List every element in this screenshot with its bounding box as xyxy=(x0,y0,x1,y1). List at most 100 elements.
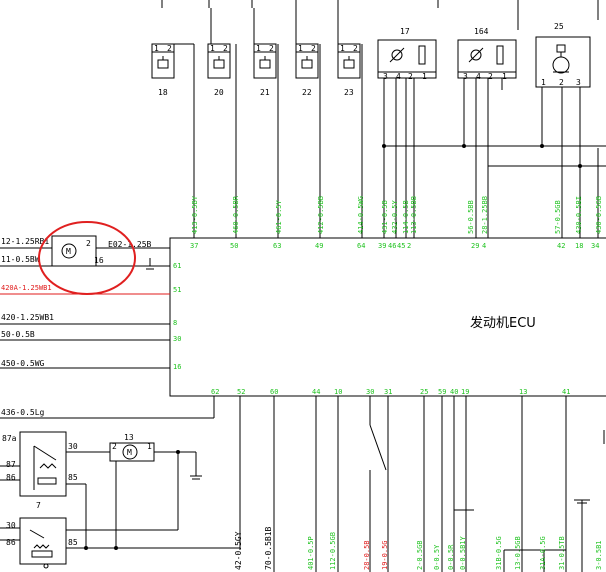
top-wire-label: 432-0.5Y xyxy=(391,199,399,234)
component-21-pin-1: 1 xyxy=(256,44,261,53)
sensor-164-id: 164 xyxy=(474,27,489,36)
top-wire-label: 414-0.5WG xyxy=(357,196,365,234)
top-wire-label: 413-0.5BY xyxy=(191,195,199,234)
component-22-pin-1: 1 xyxy=(298,44,303,53)
left-wire-label: 12-1.25RB1 xyxy=(1,237,49,246)
sensor-25-pin-a: 1 xyxy=(541,78,546,87)
top-wire-label: 460-0.5BR xyxy=(232,195,240,234)
ecu-pin-number: 62 xyxy=(211,388,219,396)
motor-13-label: M xyxy=(127,448,132,457)
ecu-pin-number: 30 xyxy=(366,388,374,396)
top-wire-label: 28-1.25BB xyxy=(481,196,489,234)
ecu-pin-number: 63 xyxy=(273,242,281,250)
motor-left-label: M xyxy=(66,247,71,256)
sensor-17-pin-a: 3 xyxy=(383,72,388,81)
ecu-pin-number: 59 xyxy=(438,388,446,396)
highlight-circle xyxy=(38,221,136,295)
ecu-pin-number: 18 xyxy=(575,242,583,250)
ecu-pin-number: 34 xyxy=(591,242,599,250)
bottom-wire-label: 0-0.5Y xyxy=(433,544,441,570)
ecu-pin-number: 40 xyxy=(450,388,458,396)
component-21-pin-2: 2 xyxy=(269,44,274,53)
ecu-pin-number: 8 xyxy=(173,319,177,327)
relay-7-pin-87: 87 xyxy=(6,460,16,469)
relay-7: 87a 87 86 30 85 7 xyxy=(0,431,108,548)
bottom-wire-label: 2-0.5GB xyxy=(416,540,424,570)
sensor-164-pin-b: 4 xyxy=(476,72,481,81)
motor-left-pin-a: 2 xyxy=(86,239,91,248)
top-wire-label: 430-0.5BI xyxy=(575,196,583,234)
relay-lower-pin-86: 86 xyxy=(6,538,16,547)
left-wire-label: 450-0.5WG xyxy=(1,359,45,368)
bottom-wire-label: 0-0.5B1Y xyxy=(459,535,467,570)
component-21-id: 21 xyxy=(260,88,270,97)
ecu-pin-number: 2 xyxy=(407,242,411,250)
bottom-wire-label: 0-0.5R xyxy=(447,544,455,570)
top-wire-label: 57-0.5GB xyxy=(554,200,562,234)
motor-13-pin-a: 2 xyxy=(112,442,117,451)
component-20-pin-1: 1 xyxy=(210,44,215,53)
sensor-17-pin-b: 4 xyxy=(396,72,401,81)
ecu-pin-number: 25 xyxy=(420,388,428,396)
sensor-164-pin-a: 3 xyxy=(463,72,468,81)
left-wire-labels: 12-1.25RB111-0.5BW420A-1.25WB1420-1.25WB… xyxy=(1,237,54,417)
component-23-pin-2: 2 xyxy=(353,44,358,53)
ecu-pin-number: 64 xyxy=(357,242,365,250)
bottom-wire-label: 42-0.5GY xyxy=(234,531,243,570)
bottom-wire-label: 70-0.5B1B xyxy=(264,526,273,570)
ecu-pin-number: 49 xyxy=(315,242,323,250)
bottom-wire-label: 112-0.5GB xyxy=(329,532,337,570)
ecu-pin-number: 50 xyxy=(230,242,238,250)
relay-7-pin-30: 30 xyxy=(68,442,78,451)
relay-lower-pin-30: 30 xyxy=(6,521,16,530)
motor-13: 13 M 2 1 xyxy=(66,433,202,548)
ecu-label: 发动机ECU xyxy=(470,315,536,331)
left-wire-label: 436-0.5Lg xyxy=(1,408,45,417)
top-wires xyxy=(161,0,606,238)
engine-ecu-box: 发动机ECU xyxy=(169,237,606,397)
bottom-wires xyxy=(239,396,605,572)
ecu-pin-number: 30 xyxy=(173,335,181,343)
ecu-pin-number: 10 xyxy=(334,388,342,396)
top-wire-label: 430-0.5GB xyxy=(595,196,603,234)
left-wire-label: 50-0.5B xyxy=(1,330,35,339)
top-wire-label: 113-0.5BB xyxy=(410,196,418,234)
bottom-wire-label: 31B-0.5G xyxy=(495,536,503,570)
ecu-pin-number: 44 xyxy=(312,388,320,396)
ecu-pin-number: 39 xyxy=(378,242,386,250)
ecu-pin-number: 19 xyxy=(461,388,469,396)
relay-7-id: 7 xyxy=(36,501,41,510)
bottom-wire-label: 31-0.5TB xyxy=(558,536,566,570)
ecu-pin-number: 31 xyxy=(384,388,392,396)
ecu-pin-number: 29 xyxy=(471,242,479,250)
relay-lower-pin-85: 85 xyxy=(68,538,78,547)
left-wire-label: 420A-1.25WB1 xyxy=(1,284,52,292)
top-wire-label: 56-0.5BB xyxy=(467,200,475,234)
motor-left-wire: E02-1.25B xyxy=(108,240,152,249)
sensor-17-pin-c: 2 xyxy=(408,72,413,81)
bottom-wire-label: 28-0.5B xyxy=(363,540,371,570)
bottom-wire-label: 3-0.5B1 xyxy=(595,540,603,570)
top-wire-label: 412-0.5BB xyxy=(317,196,325,234)
relay-7-pin-86: 86 xyxy=(6,473,16,482)
ecu-pin-number: 46 xyxy=(388,242,396,250)
bottom-wire-label: 13-0.5GB xyxy=(514,536,522,570)
ecu-pin-number: 37 xyxy=(190,242,198,250)
component-23-id: 23 xyxy=(344,88,354,97)
bottom-wire-label: 31A-0.5G xyxy=(539,536,547,570)
motor-13-id: 13 xyxy=(124,433,134,442)
component-23-pin-1: 1 xyxy=(340,44,345,53)
component-22-pin-2: 2 xyxy=(311,44,316,53)
sensor-17: 17 3 4 2 1 xyxy=(377,27,437,81)
